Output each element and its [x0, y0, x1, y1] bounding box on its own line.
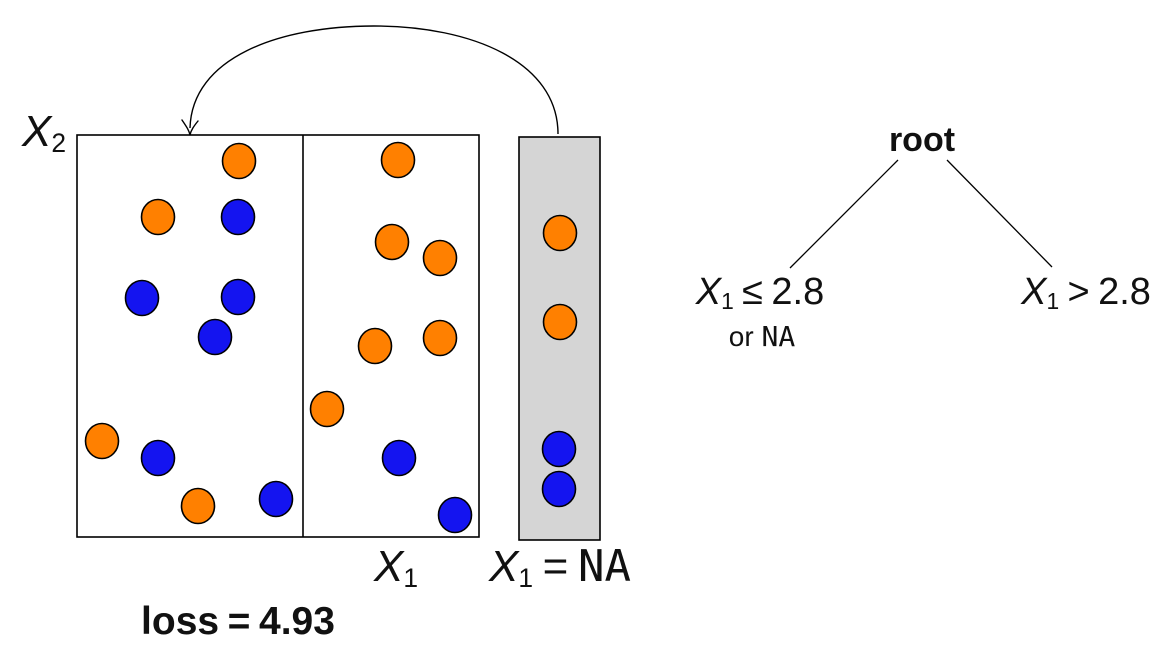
- orange-data-point: [422, 239, 458, 277]
- right-panel-points: [309, 141, 473, 534]
- right-node-sub: 1: [1046, 288, 1060, 315]
- tree-root-node: root: [888, 121, 956, 159]
- orange-data-point: [422, 319, 458, 357]
- orange-data-point: [357, 327, 393, 365]
- blue-data-point: [140, 439, 176, 477]
- na-label-sub: 1: [518, 562, 533, 593]
- blue-data-point: [258, 480, 294, 518]
- blue-data-point: [541, 470, 577, 508]
- x1-var: X: [373, 542, 404, 591]
- right-node-value: 2.8: [1098, 271, 1151, 313]
- left-node-value: 2.8: [771, 271, 825, 313]
- x2-sub: 2: [51, 127, 66, 158]
- blue-data-point: [197, 318, 233, 356]
- orange-data-point: [180, 487, 216, 525]
- orange-data-point: [374, 223, 410, 261]
- blue-data-point: [437, 496, 473, 534]
- tree-right-edge: [946, 159, 1053, 268]
- loss-equals: =: [227, 600, 251, 643]
- orange-data-point: [380, 141, 416, 179]
- loss-caption: loss=4.93: [118, 600, 358, 644]
- orange-data-point: [542, 303, 578, 341]
- orange-data-point: [309, 390, 345, 428]
- blue-data-point: [381, 439, 417, 477]
- tree-left-node: X1 ≤2.8: [660, 271, 860, 314]
- left-node-sub: 1: [721, 288, 734, 315]
- blue-data-point: [220, 278, 256, 316]
- right-node-operator: >: [1067, 271, 1090, 313]
- right-node-var: X: [1021, 271, 1047, 313]
- na-label-equals: =: [542, 542, 569, 591]
- na-column-points: [541, 214, 578, 508]
- left-panel-points: [84, 142, 294, 525]
- na-column-label: X1 =NA: [465, 541, 655, 593]
- left-node-var: X: [695, 271, 722, 313]
- x1-sub: 1: [403, 562, 419, 593]
- loss-word: loss: [141, 600, 220, 643]
- na-label-var: X: [488, 542, 519, 591]
- x2-var: X: [21, 107, 52, 156]
- na-label-value: NA: [578, 541, 632, 592]
- x1-axis-label: X1: [346, 542, 446, 592]
- or-na-value: NA: [761, 320, 796, 353]
- na-reassign-arrow: [189, 25, 559, 135]
- blue-data-point: [220, 198, 256, 236]
- arrowhead-icon: [181, 119, 199, 136]
- orange-data-point: [84, 422, 120, 460]
- tree-left-node-or-na: or NA: [682, 321, 842, 353]
- orange-data-point: [140, 198, 176, 236]
- left-node-operator: ≤: [742, 271, 764, 313]
- panel-box: [76, 134, 480, 538]
- orange-data-point: [542, 214, 578, 252]
- x2-axis-label: X2: [0, 107, 66, 157]
- blue-data-point: [124, 279, 160, 317]
- blue-data-point: [541, 430, 577, 468]
- tree-left-edge: [789, 159, 899, 269]
- tree-right-node: X1 >2.8: [986, 271, 1167, 314]
- loss-value: 4.93: [259, 600, 335, 643]
- orange-data-point: [221, 142, 257, 180]
- or-word: or: [728, 321, 754, 352]
